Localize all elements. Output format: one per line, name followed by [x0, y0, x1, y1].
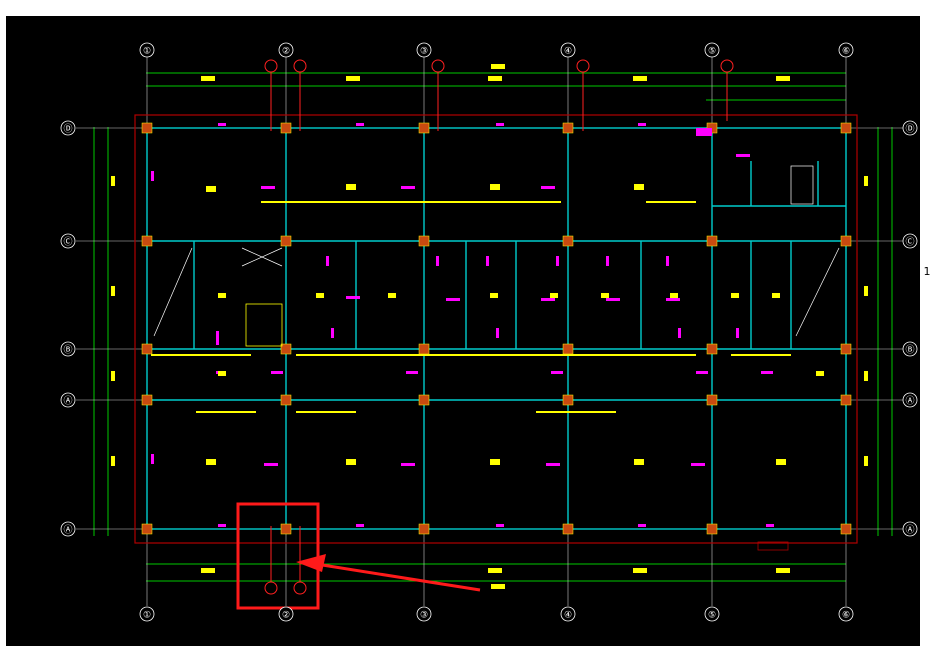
- svg-text:Ⓓ: Ⓓ: [905, 124, 914, 135]
- axis-bubble-top-5: ⑤: [704, 42, 720, 58]
- svg-text:③: ③: [420, 611, 428, 621]
- svg-text:Ⓑ: Ⓑ: [905, 345, 914, 356]
- magenta-labels: [151, 123, 774, 527]
- svg-text:Ⓒ: Ⓒ: [63, 237, 72, 248]
- axis-bubble-bottom-5: ⑤: [704, 606, 720, 622]
- axis-bubble-bottom-2: ②: [278, 606, 294, 622]
- svg-text:Ⓑ: Ⓑ: [63, 345, 72, 356]
- beams: [146, 127, 847, 530]
- axis-bubble-left-4: Ⓐ: [60, 392, 76, 408]
- annotation-arrow: [296, 554, 481, 592]
- axis-bubble-right-3: Ⓑ: [902, 341, 918, 357]
- svg-text:①: ①: [143, 47, 151, 57]
- axis-bubble-left-1: Ⓓ: [60, 120, 76, 136]
- axis-bubble-top-2: ②: [278, 42, 294, 58]
- svg-text:⑤: ⑤: [708, 47, 716, 57]
- axis-bubble-top-4: ④: [560, 42, 576, 58]
- svg-text:⑤: ⑤: [708, 611, 716, 621]
- svg-text:①: ①: [143, 611, 151, 621]
- axis-bubble-right-1: Ⓓ: [902, 120, 918, 136]
- side-panel-tab[interactable]: 1: [920, 262, 934, 282]
- axis-bubble-left-2: Ⓒ: [60, 233, 76, 249]
- section-markers: [264, 59, 734, 595]
- floor-plan-drawing: ① ② ③ ④ ⑤ ⑥ ① ② ③ ④ ⑤ ⑥ Ⓓ Ⓒ Ⓑ Ⓐ Ⓐ Ⓓ Ⓒ Ⓑ Ⓐ Ⓐ: [60, 42, 918, 622]
- stair-diagonals: [153, 247, 840, 337]
- axis-bubble-left-3: Ⓑ: [60, 341, 76, 357]
- axis-bubble-right-4: Ⓐ: [902, 392, 918, 408]
- stair-box: [245, 303, 283, 347]
- axis-bubble-top-1: ①: [139, 42, 155, 58]
- axis-bubble-bottom-1: ①: [139, 606, 155, 622]
- grid-axis-lines: [76, 56, 911, 606]
- svg-text:Ⓓ: Ⓓ: [63, 124, 72, 135]
- axis-bubble-right-5: Ⓐ: [902, 521, 918, 537]
- cad-drawing-canvas[interactable]: ① ② ③ ④ ⑤ ⑥ ① ② ③ ④ ⑤ ⑥ Ⓓ Ⓒ Ⓑ Ⓐ Ⓐ Ⓓ Ⓒ Ⓑ Ⓐ Ⓐ: [6, 16, 920, 646]
- axis-bubble-bottom-6: ⑥: [838, 606, 854, 622]
- svg-text:③: ③: [420, 47, 428, 57]
- svg-text:Ⓐ: Ⓐ: [905, 525, 914, 536]
- svg-text:②: ②: [282, 47, 290, 57]
- axis-bubble-bottom-4: ④: [560, 606, 576, 622]
- top-dimension-lines: [93, 72, 893, 582]
- svg-text:②: ②: [282, 611, 290, 621]
- svg-text:④: ④: [564, 611, 572, 621]
- elevator-box: [790, 165, 814, 205]
- axis-bubble-right-2: Ⓒ: [902, 233, 918, 249]
- axis-bubble-left-5: Ⓐ: [60, 521, 76, 537]
- svg-text:Ⓐ: Ⓐ: [63, 396, 72, 407]
- axis-bubble-bottom-3: ③: [416, 606, 432, 622]
- axis-bubble-top-3: ③: [416, 42, 432, 58]
- yellow-labels: [111, 64, 868, 589]
- svg-text:Ⓐ: Ⓐ: [63, 525, 72, 536]
- highlight-box: [236, 502, 320, 610]
- svg-text:Ⓐ: Ⓐ: [905, 396, 914, 407]
- svg-text:⑥: ⑥: [842, 47, 850, 57]
- svg-text:⑥: ⑥: [842, 611, 850, 621]
- svg-text:④: ④: [564, 47, 572, 57]
- axis-bubble-top-6: ⑥: [838, 42, 854, 58]
- svg-text:Ⓒ: Ⓒ: [905, 237, 914, 248]
- columns: [141, 122, 852, 535]
- hatch-zone: [757, 541, 789, 551]
- outer-wall-outline: [134, 114, 858, 544]
